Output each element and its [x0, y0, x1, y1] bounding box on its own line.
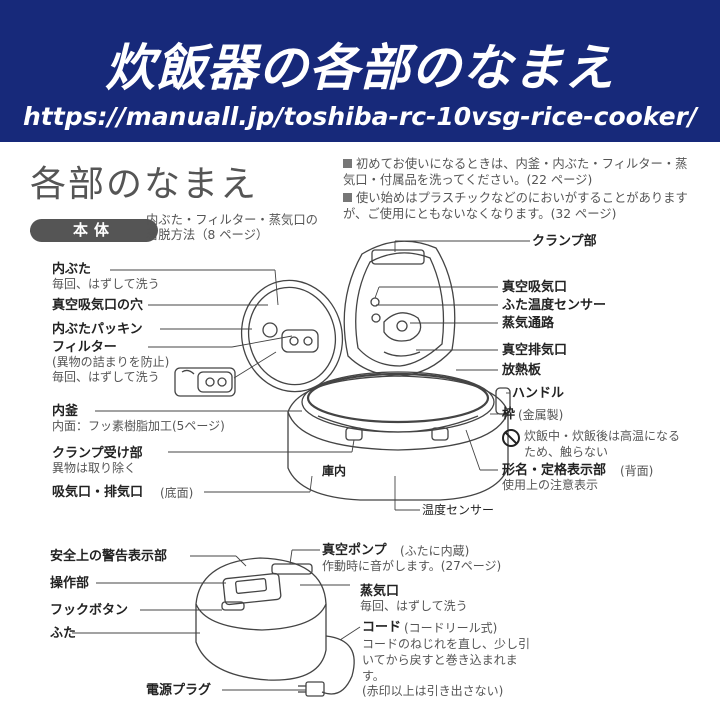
label-model-sub2: 使用上の注意表示 [502, 478, 599, 492]
note-smell: 使い始めはプラスチックなどのにおいがすることがありますが、ご使用にともないなくな… [343, 190, 695, 222]
small-cooker-lid [195, 557, 327, 631]
label-steam-port: 蒸気口 [360, 584, 400, 599]
note-text: 初めてお使いになるときは、内釜・内ぶた・フィルター・蒸気口・付属品を洗ってくださ… [343, 157, 688, 187]
filter-icon [281, 329, 319, 353]
header-banner: 炊飯器の各部のなまえ https://manuall.jp/toshiba-rc… [0, 0, 720, 142]
label-model: 形名・定格表示部 [502, 463, 607, 478]
label-inner-pot: 内釜 [52, 404, 79, 419]
label-cord-sub1: (コードリール式) [404, 621, 498, 635]
label-cord-sub3: (赤印以上は引き出さない) [362, 684, 504, 698]
power-plug-icon [305, 681, 325, 697]
bullet-square-icon [343, 159, 352, 168]
label-handle: ハンドル [512, 386, 565, 401]
control-panel-icon [222, 572, 282, 606]
section-tab: 本体 [30, 219, 158, 242]
label-filter: フィルター [52, 340, 117, 355]
label-control-panel: 操作部 [50, 576, 90, 591]
label-lid: ふた [50, 626, 77, 641]
steam-passage-icon [383, 312, 422, 342]
label-power-plug: 電源プラグ [146, 683, 212, 698]
label-lid-temp-sensor: ふた温度センサー [502, 298, 607, 313]
label-inner-pot-sub: 内面：フッ素樹脂加工(5ページ) [52, 419, 225, 433]
label-steam-passage: 蒸気通路 [502, 316, 555, 331]
label-vacuum-pump: 真空ポンプ [322, 543, 387, 558]
note-text: 使い始めはプラスチックなどのにおいがすることがありますが、ご使用にともないなくな… [343, 191, 688, 221]
open-lid [343, 240, 456, 377]
no-touch-icon [502, 429, 520, 447]
handle-icon [495, 387, 511, 415]
label-inner-lid: 内ぶた [52, 262, 92, 277]
label-temp-sensor: 温度センサー [422, 503, 495, 517]
label-vacuum-intake: 真空吸気口 [502, 280, 568, 295]
label-intake-exhaust: 吸気口・排気口 [52, 485, 144, 500]
label-inside-marker: 庫内 [322, 464, 347, 478]
banner-url[interactable]: https://manuall.jp/toshiba-rc-10vsg-rice… [23, 102, 697, 131]
label-frame-sub: (金属製) [518, 408, 564, 422]
label-inner-lid-sub: 毎回、はずして洗う [52, 277, 160, 291]
label-steam-port-sub: 毎回、はずして洗う [360, 599, 468, 613]
label-clamp-receiver: クランプ受け部 [52, 446, 143, 461]
label-filter-sub1: (異物の詰まりを防止) [52, 355, 170, 369]
note-first-use: 初めてお使いになるときは、内釜・内ぶた・フィルター・蒸気口・付属品を洗ってくださ… [343, 156, 695, 188]
label-clamp: クランプ部 [532, 234, 597, 249]
cooker-body [287, 412, 509, 501]
label-frame-warning: 炊飯中・炊飯後は高温になるため、触らない [524, 429, 681, 459]
label-vacuum-pump-sub2: 作動時に音がします。(27ページ) [322, 559, 502, 573]
label-hook-button: フックボタン [50, 603, 129, 618]
label-cord-sub2: コードのねじれを直し、少し引いてから戻すと巻き込まれます。 [362, 637, 531, 683]
label-cord: コード [362, 620, 402, 635]
label-vacuum-pump-sub1: (ふたに内蔵) [400, 544, 470, 558]
power-cord [321, 635, 355, 695]
bullet-square-icon [343, 193, 352, 202]
page-title: 各部のなまえ [30, 164, 259, 205]
label-inner-lid-packing: 内ぶたパッキン [52, 322, 143, 337]
banner-title: 炊飯器の各部のなまえ [105, 39, 615, 97]
label-vacuum-exhaust: 真空排気口 [502, 343, 568, 358]
label-frame: 枠 [502, 407, 516, 422]
label-filter-sub2: 毎回、はずして洗う [52, 370, 160, 384]
label-clamp-receiver-sub: 異物は取り除く [52, 461, 137, 475]
small-cooker-body [195, 604, 327, 681]
section-note: 内ぶた・フィルター・蒸気口の着脱方法（8 ページ） [146, 213, 318, 242]
label-heat-plate: 放熱板 [502, 363, 542, 378]
label-warning: 安全上の警告表示部 [50, 549, 168, 564]
hook-button-icon [221, 601, 245, 611]
clamp-receiver-right [431, 427, 449, 441]
label-intake-exhaust-sub: (底面) [160, 486, 194, 500]
label-model-sub: (背面) [620, 464, 654, 478]
label-vacuum-hole: 真空吸気口の穴 [52, 298, 144, 313]
inner-lid-icon [240, 279, 344, 393]
body-top-rim [287, 375, 509, 451]
